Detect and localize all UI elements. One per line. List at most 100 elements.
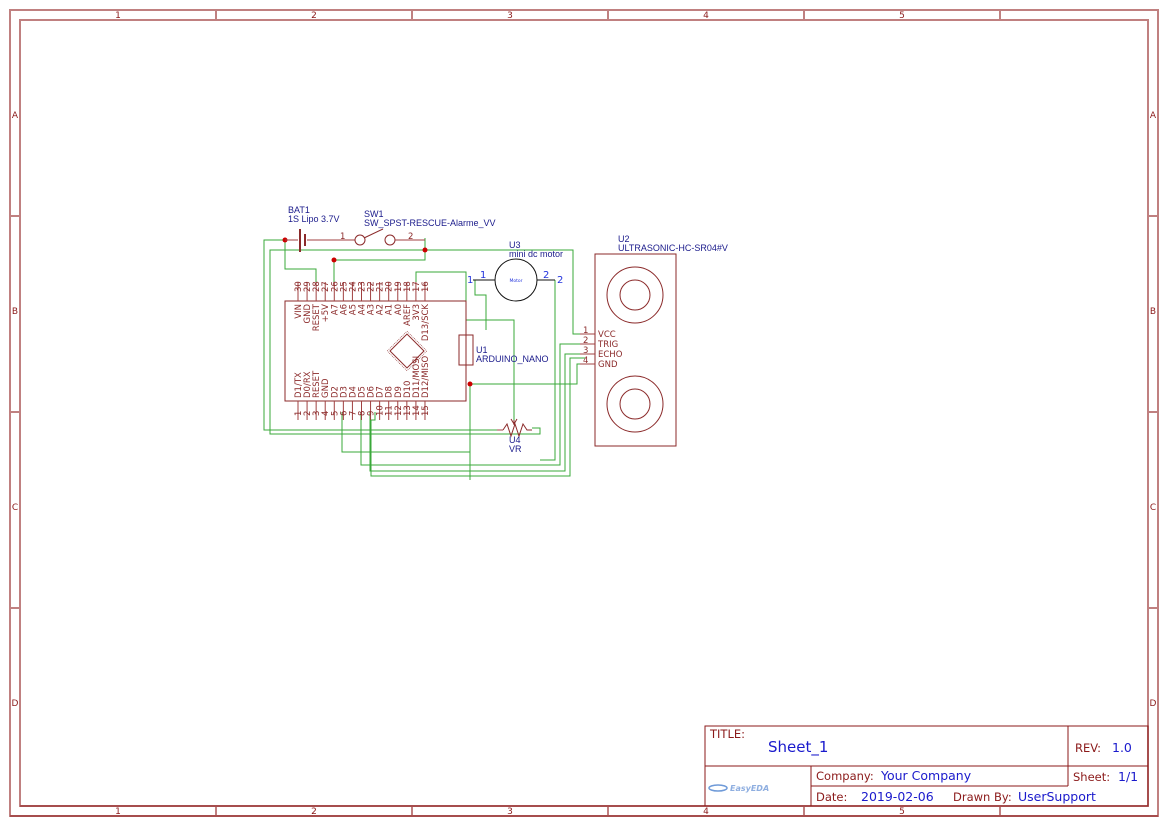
- u1-pin-name: 3V3: [412, 304, 422, 321]
- u1-pin-number: 1: [294, 411, 304, 416]
- u1-pin-name: D13/SCK: [421, 304, 431, 342]
- bat1-designator: BAT1: [288, 205, 310, 215]
- company-label: Company:: [816, 769, 874, 783]
- u1-pin-number: 16: [421, 281, 431, 292]
- u1-pin-number: 25: [339, 281, 349, 292]
- u1-pin-name: +5V: [321, 304, 331, 323]
- sw1-designator: SW1: [364, 209, 384, 219]
- u1-pin-number: 20: [385, 281, 395, 292]
- zone-row-label: C: [1150, 503, 1156, 513]
- switch-sw1[interactable]: 1 2 SW1 SW_SPST-RESCUE-Alarme_VV: [320, 209, 496, 246]
- zone-row-label: D: [12, 699, 19, 709]
- rev-label: REV:: [1075, 741, 1101, 755]
- zone-col-label: 1: [115, 807, 121, 817]
- motor-pin2-inner-number: 2: [543, 270, 549, 281]
- u1-pin-name: D8: [385, 386, 395, 398]
- u1-pin-name: D5: [357, 386, 367, 398]
- u1-pin-name: A2: [376, 304, 386, 315]
- u1-pin-number: 26: [330, 281, 340, 292]
- u2-pin-name: TRIG: [597, 340, 618, 350]
- u1-pin-name: GND: [321, 378, 331, 398]
- u1-pin-number: 12: [394, 405, 404, 416]
- u1-pin-name: A6: [339, 304, 349, 315]
- company-value: Your Company: [880, 768, 972, 783]
- u1-pin-name: D10: [403, 381, 413, 398]
- u1-pin-name: D7: [376, 386, 386, 398]
- battery-bat1[interactable]: BAT1 1S Lipo 3.7V: [285, 205, 340, 252]
- u1-pin-name: A5: [348, 304, 358, 315]
- u1-pin-name: RESET: [312, 370, 322, 398]
- zone-row-label: A: [12, 111, 19, 121]
- zone-col-label: 2: [311, 807, 317, 817]
- motor-pin1-inner-number: 1: [480, 270, 486, 281]
- junctions: [282, 237, 473, 387]
- u1-pin-name: A0: [394, 304, 404, 315]
- u1-pin-number: 3: [312, 411, 322, 416]
- zone-row-label: C: [12, 503, 18, 513]
- sw1-value: SW_SPST-RESCUE-Alarme_VV: [364, 218, 496, 228]
- zone-col-label: 4: [703, 807, 709, 817]
- u1-pin-number: 22: [367, 281, 377, 292]
- sheet-title: Sheet_1: [768, 738, 828, 757]
- u1-pin-number: 28: [312, 281, 322, 292]
- u2-pin-number: 1: [583, 326, 588, 336]
- arduino-nano-u1[interactable]: 30VIN29GND28RESET27+5V26A725A624A523A422…: [284, 281, 549, 420]
- u4-designator: U4: [509, 435, 521, 445]
- u1-pin-number: 17: [412, 281, 422, 292]
- u1-pin-name: GND: [303, 304, 313, 324]
- u1-pin-name: D2: [330, 386, 340, 398]
- junction-dot: [422, 247, 428, 253]
- zone-col-label: 1: [115, 11, 121, 21]
- zone-col-label: 3: [507, 807, 513, 817]
- zone-col-label: 5: [899, 11, 905, 21]
- u1-pin-name: D0/RX: [303, 371, 313, 398]
- u1-pin-name: D11/MOSI: [412, 356, 422, 398]
- ultrasonic-sensor-u2[interactable]: 1 2 3 4 VCC TRIG ECHO GND U2 ULTRASONIC-…: [580, 234, 728, 447]
- u1-pin-name: A1: [385, 304, 395, 315]
- u1-pin-number: 6: [339, 411, 349, 416]
- u1-pin-number: 4: [321, 411, 331, 416]
- easyeda-logo: EasyEDA: [708, 784, 769, 793]
- u1-pin-name: A3: [367, 304, 377, 315]
- u1-pin-number: 29: [303, 281, 313, 292]
- u4-value: VR: [509, 444, 522, 454]
- sheet-frame: 1 2 3 4 5 1 2 3 4 5 A B C D A B C D: [9, 9, 1159, 817]
- u1-pin-name: A7: [330, 304, 340, 315]
- u2-designator: U2: [618, 234, 630, 244]
- sw1-pin1-number: 1: [340, 232, 345, 242]
- sheet-label: Sheet:: [1073, 770, 1110, 784]
- u1-pin-number: 2: [303, 411, 313, 416]
- u2-pin-number: 4: [583, 356, 588, 366]
- u1-pin-name: VIN: [294, 304, 304, 319]
- u1-pin-name: D6: [367, 386, 377, 398]
- sw1-pin2-number: 2: [408, 232, 413, 242]
- motor-pin1-number: 1: [467, 275, 473, 286]
- u1-pin-number: 10: [376, 405, 386, 416]
- logo-text: EasyEDA: [730, 784, 769, 793]
- u1-designator: U1: [476, 345, 488, 355]
- u1-pin-number: 8: [357, 411, 367, 416]
- sheet-value: 1/1: [1118, 769, 1138, 784]
- u1-pin-number: 27: [321, 281, 331, 292]
- rev-value: 1.0: [1112, 740, 1132, 755]
- u2-pin-number: 2: [583, 336, 588, 346]
- u1-pin-number: 9: [367, 411, 377, 416]
- zone-row-label: D: [1150, 699, 1157, 709]
- u1-pin-number: 7: [348, 411, 358, 416]
- motor-u3[interactable]: Motor 1 1 2 2 U3 mini dc motor: [467, 240, 563, 302]
- u1-pin-name: D9: [394, 386, 404, 398]
- zone-row-label: B: [1150, 307, 1156, 317]
- title-block: TITLE: Sheet_1 REV: 1.0 Company: Your Co…: [704, 725, 1149, 807]
- zone-col-label: 3: [507, 11, 513, 21]
- u2-value: ULTRASONIC-HC-SR04#V: [618, 243, 728, 253]
- potentiometer-u4[interactable]: U4 VR: [497, 418, 532, 454]
- u1-pin-name: D12/MISO: [421, 356, 431, 398]
- bat1-value: 1S Lipo 3.7V: [288, 214, 340, 224]
- u1-pin-number: 15: [421, 405, 431, 416]
- u1-pin-name: A4: [357, 304, 367, 315]
- u1-pin-number: 19: [394, 281, 404, 292]
- zone-col-label: 4: [703, 11, 709, 21]
- u1-pin-name: D1/TX: [294, 372, 304, 398]
- u1-pin-name: D4: [348, 386, 358, 398]
- u3-value: mini dc motor: [509, 249, 563, 259]
